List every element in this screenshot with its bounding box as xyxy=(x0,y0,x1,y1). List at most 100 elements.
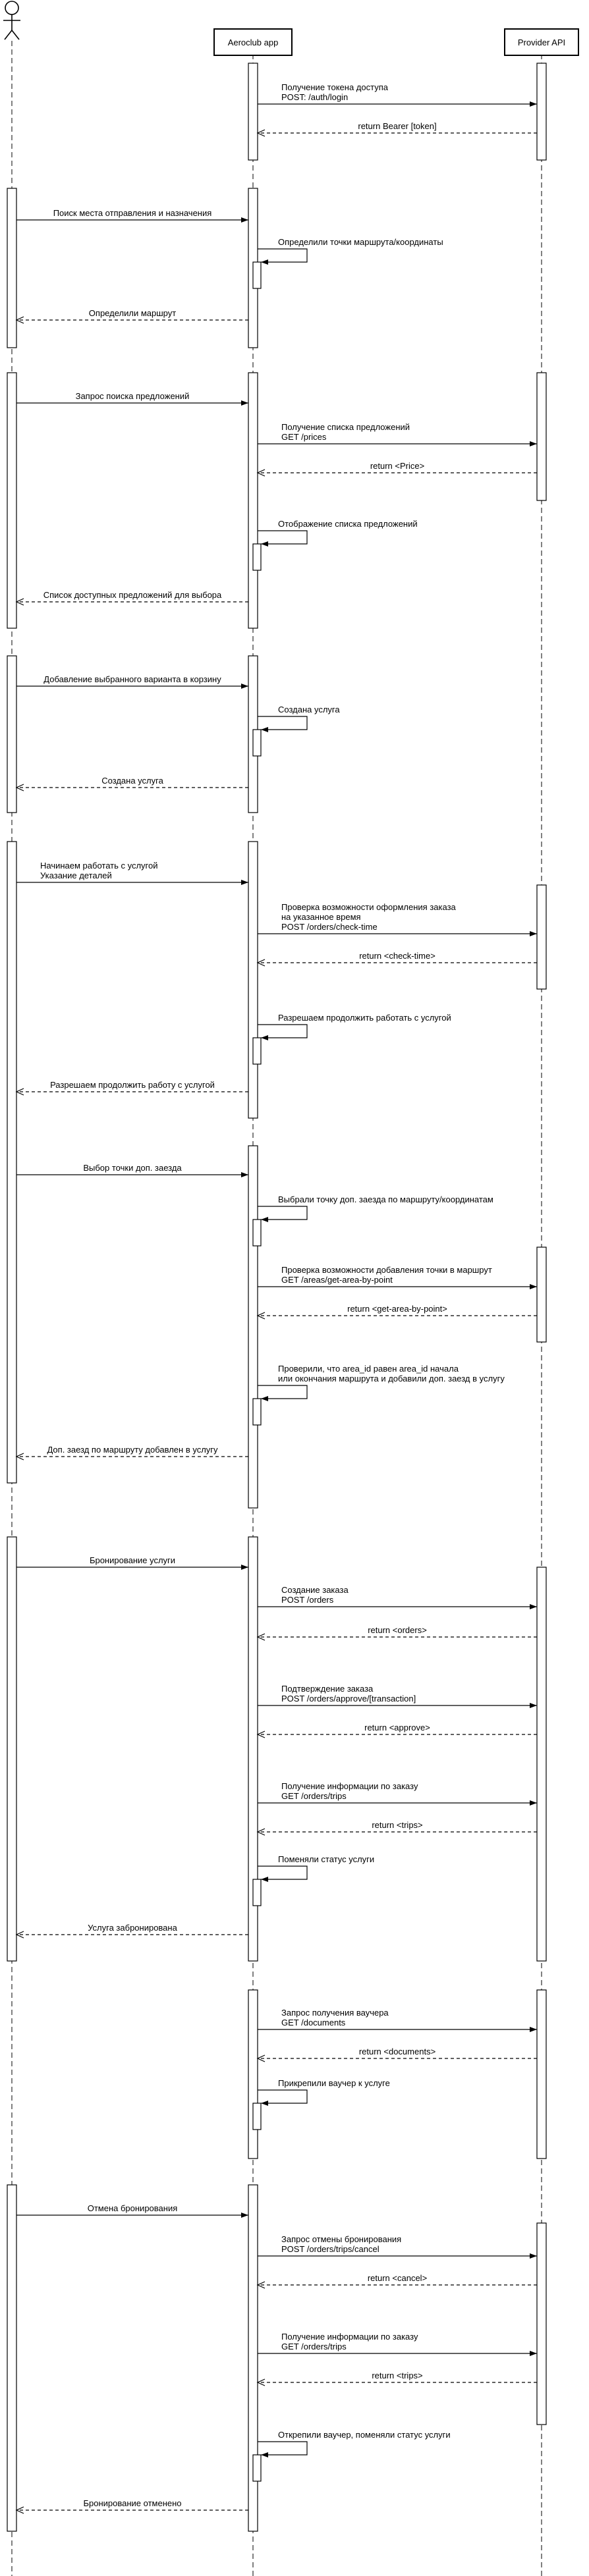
message-m19: Выбор точки доп. заезда xyxy=(16,1163,248,1177)
message-label: POST /orders xyxy=(281,1595,334,1605)
arrowhead xyxy=(256,2378,266,2386)
message-label: Начинаем работать с услугой xyxy=(40,861,158,871)
message-label: POST /orders/approve/[transaction] xyxy=(281,1694,416,1704)
arrowhead xyxy=(15,1931,24,1939)
activation-bar xyxy=(7,188,17,348)
arrowhead xyxy=(530,2027,537,2032)
activation-bar xyxy=(7,1536,17,1962)
arrowhead xyxy=(530,1703,537,1708)
message-label: GET /prices xyxy=(281,432,327,442)
message-label: return <approve> xyxy=(364,1723,430,1732)
actor-leg-right xyxy=(11,30,20,40)
message-m25: Бронирование услуги xyxy=(16,1555,248,1570)
message-label: GET /documents xyxy=(281,2018,346,2027)
message-label: Получение токена доступа xyxy=(281,82,389,92)
actor-leg-left xyxy=(4,30,13,40)
self-message-arrow xyxy=(258,1024,308,1038)
message-m06: Запрос поиска предложений xyxy=(16,391,248,406)
message-m24: Доп. заезд по маршруту добавлен в услугу xyxy=(15,1445,248,1461)
message-label: или окончания маршрута и добавили доп. з… xyxy=(278,1374,505,1383)
message-label: Получение информации по заказу xyxy=(281,2332,418,2342)
activation-bars xyxy=(7,63,547,2532)
message-m23: Проверили, что area_id равен area_id нач… xyxy=(258,1364,505,1401)
message-label: POST /orders/check-time xyxy=(281,922,378,932)
message-label: Проверили, что area_id равен area_id нач… xyxy=(278,1364,459,1374)
activation-bar xyxy=(536,63,547,161)
activation-bar xyxy=(252,1398,262,1426)
activation-bar xyxy=(248,1989,258,2159)
message-m09: Отображение списка предложений xyxy=(258,519,418,547)
message-m11: Добавление выбранного варианта в корзину xyxy=(16,674,248,689)
message-m10: Список доступных предложений для выбора xyxy=(15,590,248,606)
arrowhead xyxy=(261,2452,268,2457)
activation-bar xyxy=(248,1145,258,1509)
arrowhead xyxy=(241,1565,248,1570)
arrowhead xyxy=(256,1731,266,1738)
arrowhead xyxy=(241,880,248,885)
self-message-arrow xyxy=(258,1385,308,1399)
arrowhead xyxy=(15,784,24,792)
arrowhead xyxy=(530,1800,537,1806)
message-label: GET /orders/trips xyxy=(281,2342,347,2351)
arrowhead xyxy=(530,1284,537,1289)
activation-bar xyxy=(248,1536,258,1962)
message-label: return <documents> xyxy=(359,2047,435,2056)
actor-head xyxy=(5,1,19,15)
message-label: GET /orders/trips xyxy=(281,1791,347,1801)
arrowhead xyxy=(15,598,24,606)
arrowhead xyxy=(256,469,266,477)
message-m04: Определили точки маршрута/координаты xyxy=(258,237,443,265)
self-message-arrow xyxy=(258,1206,308,1220)
message-label: Проверка возможности добавления точки в … xyxy=(281,1265,492,1275)
arrowhead xyxy=(256,2281,266,2289)
message-m37: Отмена бронирования xyxy=(16,2203,248,2218)
activation-bar xyxy=(252,2103,262,2130)
message-label: return <Price> xyxy=(370,461,424,471)
activation-bar xyxy=(248,372,258,629)
message-m36: Прикрепили ваучер к услуге xyxy=(258,2078,390,2106)
message-label: Проверка возможности оформления заказа xyxy=(281,902,457,912)
message-label: на указанное время xyxy=(281,912,361,922)
activation-bar xyxy=(252,543,262,571)
message-label: return <cancel> xyxy=(368,2273,427,2283)
message-label: Бронирование отменено xyxy=(83,2498,181,2508)
arrowhead xyxy=(15,1453,24,1461)
message-label: Запрос отмены бронирования xyxy=(281,2234,401,2244)
arrowhead xyxy=(261,259,268,265)
message-label: return <orders> xyxy=(368,1625,427,1635)
message-label: return <trips> xyxy=(372,1820,422,1830)
message-label: Отображение списка предложений xyxy=(278,519,418,529)
activation-bar xyxy=(536,1989,547,2159)
message-m13: Создана услуга xyxy=(15,776,248,792)
activation-bar xyxy=(536,372,547,501)
message-label: Отмена бронирования xyxy=(88,2203,178,2213)
message-label: Определили маршрут xyxy=(89,308,176,318)
message-label: return Bearer [token] xyxy=(358,121,436,131)
message-m39: return <cancel> xyxy=(256,2273,537,2289)
activation-bar xyxy=(252,1219,262,1247)
message-m31: return <trips> xyxy=(256,1820,537,1836)
message-label: Получение информации по заказу xyxy=(281,1781,418,1791)
activation-bar xyxy=(536,1567,547,1962)
activation-bar xyxy=(7,2184,17,2532)
arrowhead xyxy=(241,2213,248,2218)
message-label: Список доступных предложений для выбора xyxy=(43,590,222,600)
message-m16: return <check-time> xyxy=(256,951,537,967)
arrowhead xyxy=(241,217,248,223)
activation-bar xyxy=(248,2184,258,2532)
participant-provider-api: Provider API xyxy=(504,28,579,56)
message-label: Прикрепили ваучер к услуге xyxy=(278,2078,390,2088)
message-m21: Проверка возможности добавления точки в … xyxy=(258,1265,537,1289)
message-label: Бронирование услуги xyxy=(90,1555,175,1565)
activation-bar xyxy=(7,655,17,813)
message-label: Открепили ваучер, поменяли статус услуги xyxy=(278,2430,451,2440)
message-label: Добавление выбранного варианта в корзину xyxy=(43,674,221,684)
